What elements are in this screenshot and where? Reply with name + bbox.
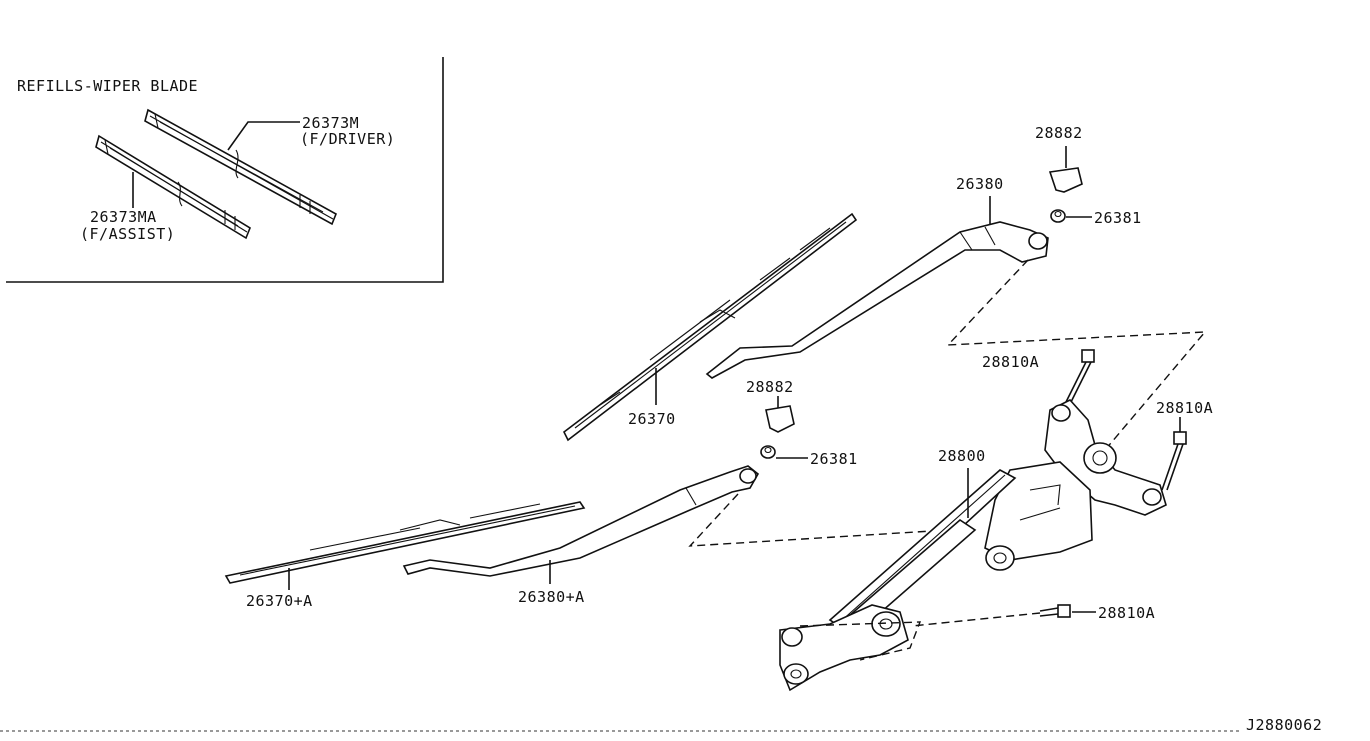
inset-title: REFILLS-WIPER BLADE	[17, 77, 198, 95]
callout-28810A-2: 28810A	[1156, 399, 1213, 417]
callout-26370A: 26370+A	[246, 592, 313, 610]
refill-driver-strip	[144, 108, 338, 226]
callout-26380: 26380	[956, 175, 1004, 193]
nut-26381-mid	[760, 445, 776, 459]
wiper-blade-26370A	[224, 501, 586, 584]
callout-28810A-1: 28810A	[982, 353, 1039, 371]
bolt-28810A-2	[1161, 431, 1187, 491]
cap-28882-mid	[765, 405, 795, 433]
callout-28800: 28800	[938, 447, 986, 465]
callout-26373M-desc: (F/DRIVER)	[300, 130, 395, 148]
callout-26373M: 26373M	[302, 114, 359, 132]
callout-26380A: 26380+A	[518, 588, 585, 606]
cap-28882-top	[1048, 167, 1083, 193]
callout-26370: 26370	[628, 410, 676, 428]
inset-box: REFILLS-WIPER BLADE 26373M (F/DRIVER)	[6, 57, 444, 283]
wiper-linkage-28800	[779, 399, 1167, 692]
diagram-id: J2880062	[1246, 716, 1322, 734]
wiper-arm-26380	[705, 221, 1049, 379]
refill-assist-strip	[95, 134, 251, 240]
bolt-28810A-3	[1039, 604, 1071, 618]
wiper-arm-26380A	[402, 465, 760, 577]
callout-26373MA-desc: (F/ASSIST)	[80, 225, 175, 243]
callout-28882-top: 28882	[1035, 124, 1083, 142]
wiper-blade-26370	[562, 212, 858, 442]
callout-26373MA: 26373MA	[90, 208, 157, 226]
nut-26381-top	[1050, 209, 1066, 223]
callout-26381-mid: 26381	[810, 450, 858, 468]
callout-28882-mid: 28882	[746, 378, 794, 396]
callout-28810A-3: 28810A	[1098, 604, 1155, 622]
callout-26381-top: 26381	[1094, 209, 1142, 227]
